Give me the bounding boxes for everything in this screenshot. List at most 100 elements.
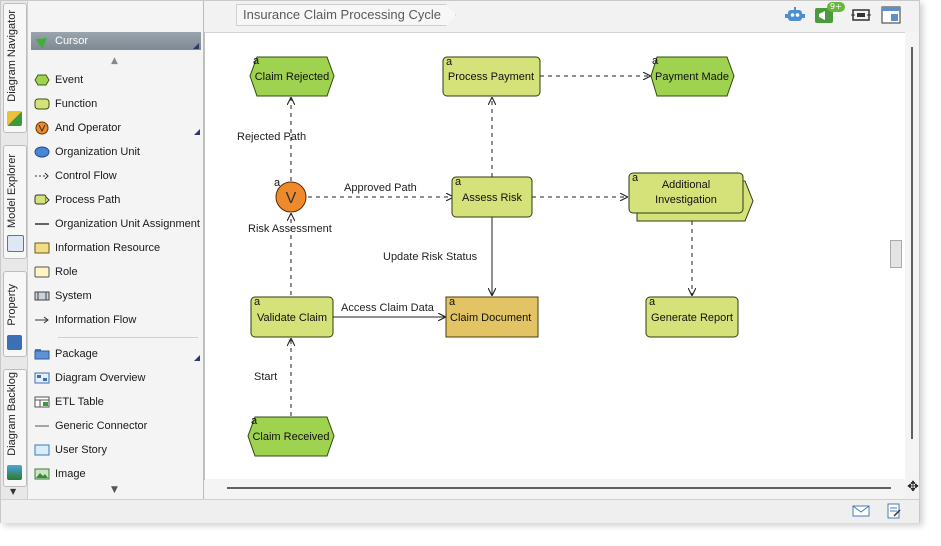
user-story-icon — [34, 444, 50, 456]
palette-item-label: ETL Table — [55, 396, 104, 408]
palette-item-function[interactable]: Function — [32, 95, 200, 115]
edge-label-update-risk-status: Update Risk Status — [383, 251, 478, 263]
palette-item-label: User Story — [55, 444, 107, 456]
diagram-title-breadcrumb[interactable]: Insurance Claim Processing Cycle — [236, 4, 456, 26]
node-marker: a — [253, 55, 260, 67]
node-label: Claim Document — [450, 312, 531, 324]
tab-model-explorer[interactable]: Model Explorer — [3, 145, 27, 259]
palette-scroll-up-icon[interactable]: ▲ — [111, 56, 118, 66]
palette-item-organization-unit[interactable]: Organization Unit — [32, 143, 200, 163]
palette-item-label: Role — [55, 266, 78, 278]
node-assess-risk[interactable]: a Assess Risk — [451, 176, 533, 218]
palette-item-label: Process Path — [55, 194, 121, 206]
node-marker: a — [274, 177, 281, 189]
palette-item-label: Diagram Overview — [55, 372, 146, 384]
palette-item-package[interactable]: Package — [32, 345, 200, 365]
vertical-scrollbar[interactable] — [905, 32, 919, 479]
event-icon — [34, 74, 50, 86]
palette-item-role[interactable]: Role — [32, 263, 200, 283]
node-label: Process Payment — [448, 71, 534, 83]
horizontal-scrollbar[interactable] — [205, 479, 905, 499]
cursor-label: Cursor — [55, 35, 89, 47]
palette-item-information-flow[interactable]: Information Flow — [32, 311, 200, 331]
palette-item-label: System — [55, 290, 92, 302]
node-additional-investigation[interactable]: a Additional Investigation — [628, 172, 754, 222]
tab-diagram-navigator[interactable]: Diagram Navigator — [3, 3, 27, 133]
information-flow-icon — [35, 316, 49, 324]
node-validate-claim[interactable]: a Validate Claim — [250, 296, 334, 338]
node-label: Claim Rejected — [255, 71, 330, 83]
palette-item-image[interactable]: Image — [32, 465, 200, 485]
information-resource-icon — [34, 242, 50, 254]
node-marker: a — [446, 56, 453, 68]
node-label: Generate Report — [651, 312, 733, 324]
pan-move-icon[interactable]: ✥ — [907, 479, 919, 495]
node-marker: a — [652, 55, 659, 67]
tab-property[interactable]: Property — [3, 271, 27, 357]
org-unit-assignment-icon — [35, 223, 49, 225]
palette-item-label: Information Resource — [55, 242, 161, 254]
palette-cursor-tool[interactable]: Cursor — [31, 32, 201, 50]
model-explorer-icon — [7, 235, 24, 252]
package-expand-icon — [194, 355, 200, 361]
palette-item-label: Package — [55, 348, 98, 360]
vertical-scroll-track[interactable] — [911, 47, 913, 439]
node-and-operator[interactable]: a V — [274, 177, 307, 213]
cursor-expand-icon — [193, 43, 199, 49]
edge-label-approved-path: Approved Path — [344, 182, 417, 194]
tabs-scroll-down-icon[interactable]: ▼ — [10, 487, 17, 496]
document-edit-icon[interactable] — [885, 503, 903, 519]
node-payment-made[interactable]: a Payment Made — [650, 55, 735, 97]
app-window: Diagram Navigator Model Explorer Propert… — [0, 0, 920, 523]
palette-item-process-path[interactable]: Process Path — [32, 191, 200, 211]
mail-icon[interactable] — [852, 503, 870, 519]
palette-item-label: Event — [55, 74, 84, 86]
palette-item-information-resource[interactable]: Information Resource — [32, 239, 200, 259]
palette-item-event[interactable]: Event — [32, 71, 200, 91]
palette-item-generic-connector[interactable]: Generic Connector — [32, 417, 200, 437]
node-process-payment[interactable]: a Process Payment — [442, 56, 541, 97]
palette-scroll-down-icon[interactable]: ▼ — [111, 485, 118, 495]
node-label-line-1: Additional — [662, 179, 710, 191]
palette-item-diagram-overview[interactable]: Diagram Overview — [32, 369, 200, 389]
diagram-header: Insurance Claim Processing Cycle 9+ — [204, 1, 919, 31]
horizontal-scroll-track[interactable] — [227, 487, 891, 489]
node-claim-rejected[interactable]: a Claim Rejected — [249, 55, 335, 97]
layout-panel-icon[interactable] — [880, 5, 902, 25]
role-icon — [34, 266, 50, 278]
process-path-icon — [34, 194, 50, 205]
palette-item-user-story[interactable]: User Story — [32, 441, 200, 461]
diagram-palette: Cursor ▲ Event Function And Operator Org… — [28, 1, 204, 499]
node-marker: a — [632, 172, 639, 184]
fit-diagram-icon[interactable] — [850, 5, 872, 25]
node-claim-document[interactable]: a Claim Document — [445, 296, 539, 338]
tab-diagram-backlog[interactable]: Diagram Backlog — [3, 369, 27, 487]
notifications-button[interactable]: 9+ — [814, 2, 845, 25]
palette-item-system[interactable]: System — [32, 287, 200, 307]
tab-diagram-backlog-label: Diagram Backlog — [6, 372, 18, 456]
node-marker: a — [649, 296, 656, 308]
diagram-overview-icon — [34, 372, 50, 384]
node-generate-report[interactable]: a Generate Report — [645, 296, 739, 338]
node-label-line-2: Investigation — [655, 194, 717, 206]
palette-item-and-operator[interactable]: And Operator — [32, 119, 200, 139]
property-icon — [7, 335, 22, 350]
tab-property-label: Property — [6, 284, 18, 326]
palette-item-label: Control Flow — [55, 170, 117, 182]
diagram-canvas[interactable]: Rejected Path Approved Path Risk Assessm… — [204, 32, 906, 480]
palette-item-etl-table[interactable]: ETL Table — [32, 393, 200, 413]
canvas-resize-handle[interactable] — [890, 240, 902, 268]
node-claim-received[interactable]: a Claim Received — [247, 415, 335, 457]
system-icon — [34, 291, 50, 301]
palette-item-label: Information Flow — [55, 314, 137, 326]
palette-item-control-flow[interactable]: Control Flow — [32, 167, 200, 187]
palette-item-org-unit-assignment[interactable]: Organization Unit Assignment — [32, 215, 200, 235]
node-marker: a — [455, 176, 462, 188]
megaphone-icon — [815, 8, 833, 23]
side-tab-strip: Diagram Navigator Model Explorer Propert… — [1, 1, 28, 499]
node-label: Assess Risk — [462, 192, 522, 204]
robot-assistant-icon[interactable] — [784, 5, 806, 25]
package-icon — [34, 349, 50, 360]
tab-model-explorer-label: Model Explorer — [6, 154, 18, 228]
and-operator-icon — [35, 121, 49, 135]
